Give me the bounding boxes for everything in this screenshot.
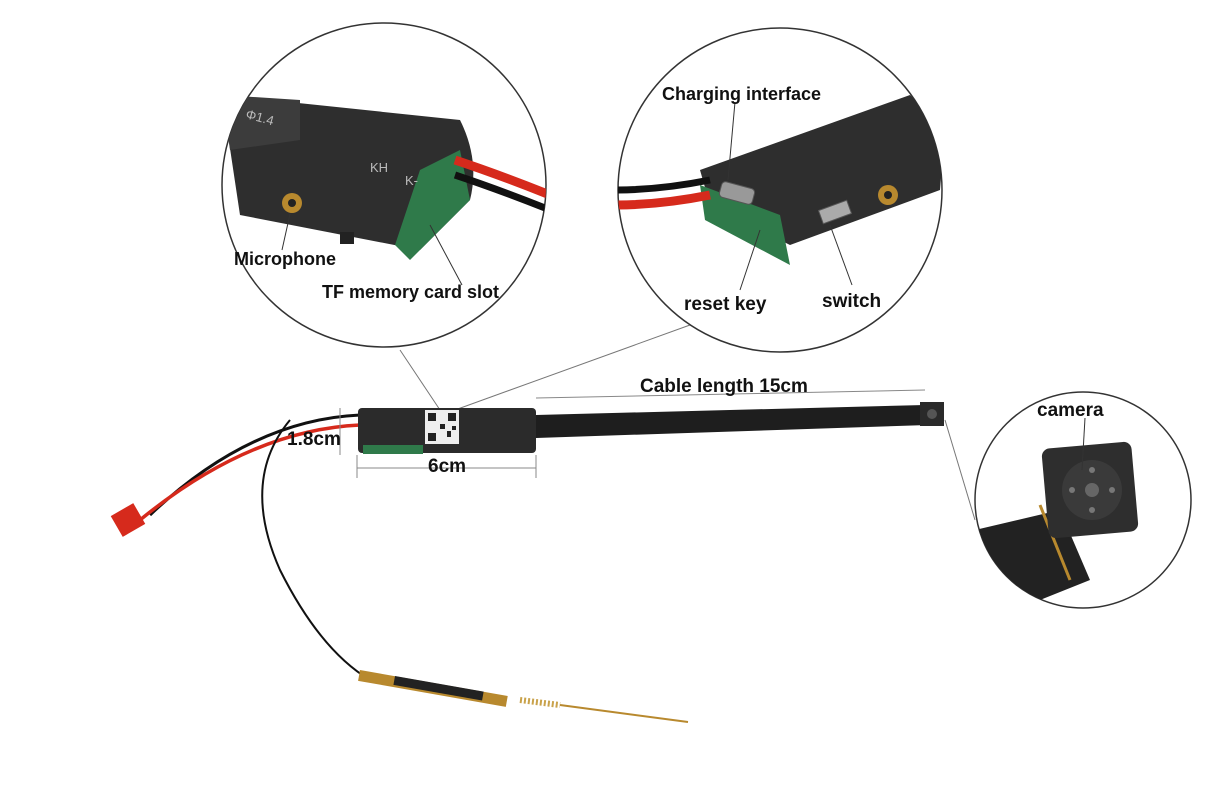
label-camera: camera — [1037, 400, 1104, 421]
main-device: Cable length 15cm 1.8cm 6cm — [110, 376, 944, 723]
label-length: 6cm — [428, 456, 466, 477]
leader-line — [399, 349, 441, 411]
label-tf-slot: TF memory card slot — [322, 282, 499, 302]
label-width: 1.8cm — [287, 429, 341, 450]
board-marking: KH — [370, 160, 388, 175]
board-marking: K- — [405, 173, 418, 188]
power-connector — [110, 503, 146, 537]
label-microphone: Microphone — [234, 249, 336, 269]
detail-circle-controls: Charging interface reset key switch — [617, 27, 943, 353]
flat-cable — [536, 405, 928, 438]
leader-line — [454, 324, 691, 411]
board-marking: Φ1.4 — [244, 106, 275, 128]
label-cable-length: Cable length 15cm — [640, 376, 808, 397]
label-switch: switch — [822, 291, 881, 312]
detail-circle-camera: camera — [974, 391, 1192, 609]
detail-circle-microphone: Φ1.4 KH K- Microphone TF memory card slo… — [221, 22, 547, 348]
label-charging-interface: Charging interface — [662, 84, 821, 104]
leader-line — [944, 419, 976, 521]
label-reset-key: reset key — [684, 294, 767, 315]
